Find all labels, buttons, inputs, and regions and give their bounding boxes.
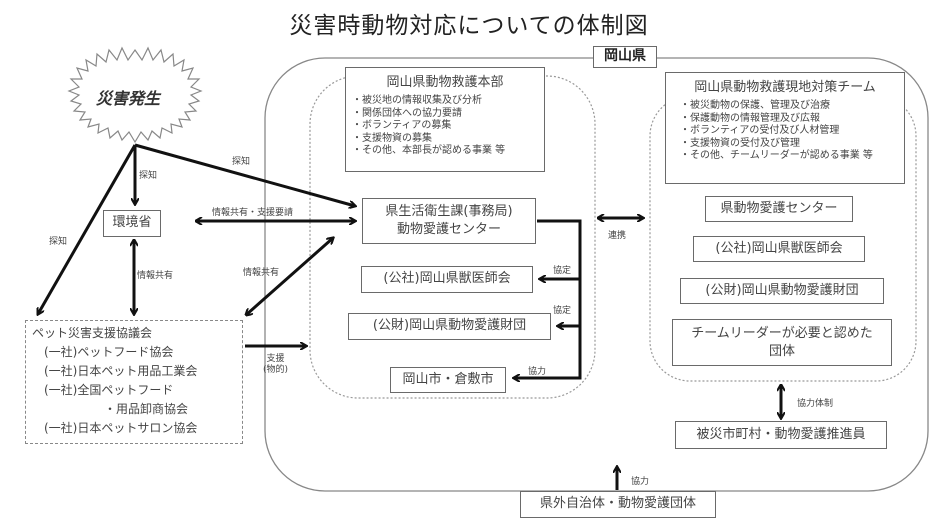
edge-label-support: 支援 (物的) [263,354,288,376]
support-line2: (物的) [263,365,289,375]
edge-label-cooperation-cities: 協力 [528,367,547,377]
pet-council-box: ペット災害支援協議会 (一社)ペットフード協会 (一社)日本ペット用品工業会 (… [25,320,243,444]
secretariat-line2: 動物愛護センター [396,222,501,237]
pet-council-member: (一社)日本ペット用品工業会 [44,364,198,378]
edge-label-detect-top: 探知 [232,157,251,167]
edge-label-agreement1: 協定 [553,266,572,276]
diagram-title: 災害時動物対応についての体制図 [289,13,649,39]
team-center-box: 県動物愛護センター [705,196,853,222]
hq-duty: ・ボランティアの募集 [352,120,452,131]
edge-label-info-share-council: 情報共有 [243,268,280,278]
field-team-duty: ・ボランティアの受付及び人材管理 [680,125,840,136]
edge-label-cooperation-system: 協力体制 [797,399,834,409]
hq-vet-assoc-box: (公社)岡山県獣医師会 [361,266,533,293]
leader-groups-line1: チームリーダーが必要と認めた [691,326,873,341]
secretariat-box: 県生活衛生課(事務局) 動物愛護センター [362,198,536,244]
hq-duty: ・被災地の情報収集及び分析 [352,95,482,106]
disaster-burst-shape [67,46,203,144]
municipalities-box: 被災市町村・動物愛護推進員 [675,421,887,449]
hq-box: 岡山県動物救護本部 ・被災地の情報収集及び分析 ・関係団体への協力要請 ・ボラン… [345,67,545,172]
ministry-box: 環境省 [103,210,161,237]
pet-council-member: ・用品卸商協会 [104,402,189,416]
pet-council-member: (一社)ペットフード協会 [44,345,174,359]
hq-duties: ・被災地の情報収集及び分析 ・関係団体への協力要請 ・ボランティアの募集 ・支援… [352,95,538,158]
team-vet-assoc-box: (公社)岡山県獣医師会 [693,236,865,262]
edge-label-info-share-ministry: 情報共有 [137,271,174,281]
hq-title: 岡山県動物救護本部 [386,75,504,90]
edge-label-cooperation-external: 協力 [631,477,650,487]
hq-duty: ・関係団体への協力要請 [352,107,462,119]
secretariat-line1: 県生活衛生課(事務局) [385,204,513,219]
leader-groups-line2: 団体 [768,344,795,359]
pet-council-member: (一社)日本ペットサロン協会 [44,421,198,435]
edge-label-info-support: 情報共有・支援要請 [212,208,294,218]
hq-duty: ・その他、本部長が認める事業 等 [352,145,506,156]
pet-council-title: ペット災害支援協議会 [32,326,153,340]
team-welfare-foundation-box: (公財)岡山県動物愛護財団 [680,278,884,304]
pet-council-member: (一社)全国ペットフード [44,383,174,397]
cities-box: 岡山市・倉敷市 [390,367,506,393]
field-team-duty: ・その他、チームリーダーが認める事業 等 [680,150,873,161]
external-groups-box: 県外自治体・動物愛護団体 [520,491,716,518]
team-leader-groups-box: チームリーダーが必要と認めた 団体 [672,319,892,366]
field-team-duty: ・被災動物の保護、管理及び治療 [680,100,830,111]
disaster-label: 災害発生 [96,89,161,108]
edge-label-detect-mid: 探知 [139,171,158,181]
support-line1: 支援 [266,354,285,364]
edge-label-liaison: 連携 [608,231,627,241]
edge-label-detect-left: 探知 [49,237,68,247]
hq-duty: ・支援物資の募集 [352,132,432,144]
field-team-duty: ・支援物資の受付及び管理 [680,137,800,149]
hq-welfare-foundation-box: (公財)岡山県動物愛護財団 [348,313,551,340]
field-team-box: 岡山県動物救護現地対策チーム ・被災動物の保護、管理及び治療 ・保護動物の情報管… [665,72,905,184]
hq-region [309,75,596,399]
field-team-title: 岡山県動物救護現地対策チーム [694,80,876,95]
prefecture-label: 岡山県 [593,46,657,68]
field-team-duty: ・保護動物の情報管理及び広報 [680,112,820,124]
edge-label-agreement2: 協定 [553,306,572,316]
field-team-duties: ・被災動物の保護、管理及び治療 ・保護動物の情報管理及び広報 ・ボランティアの受… [672,100,898,163]
